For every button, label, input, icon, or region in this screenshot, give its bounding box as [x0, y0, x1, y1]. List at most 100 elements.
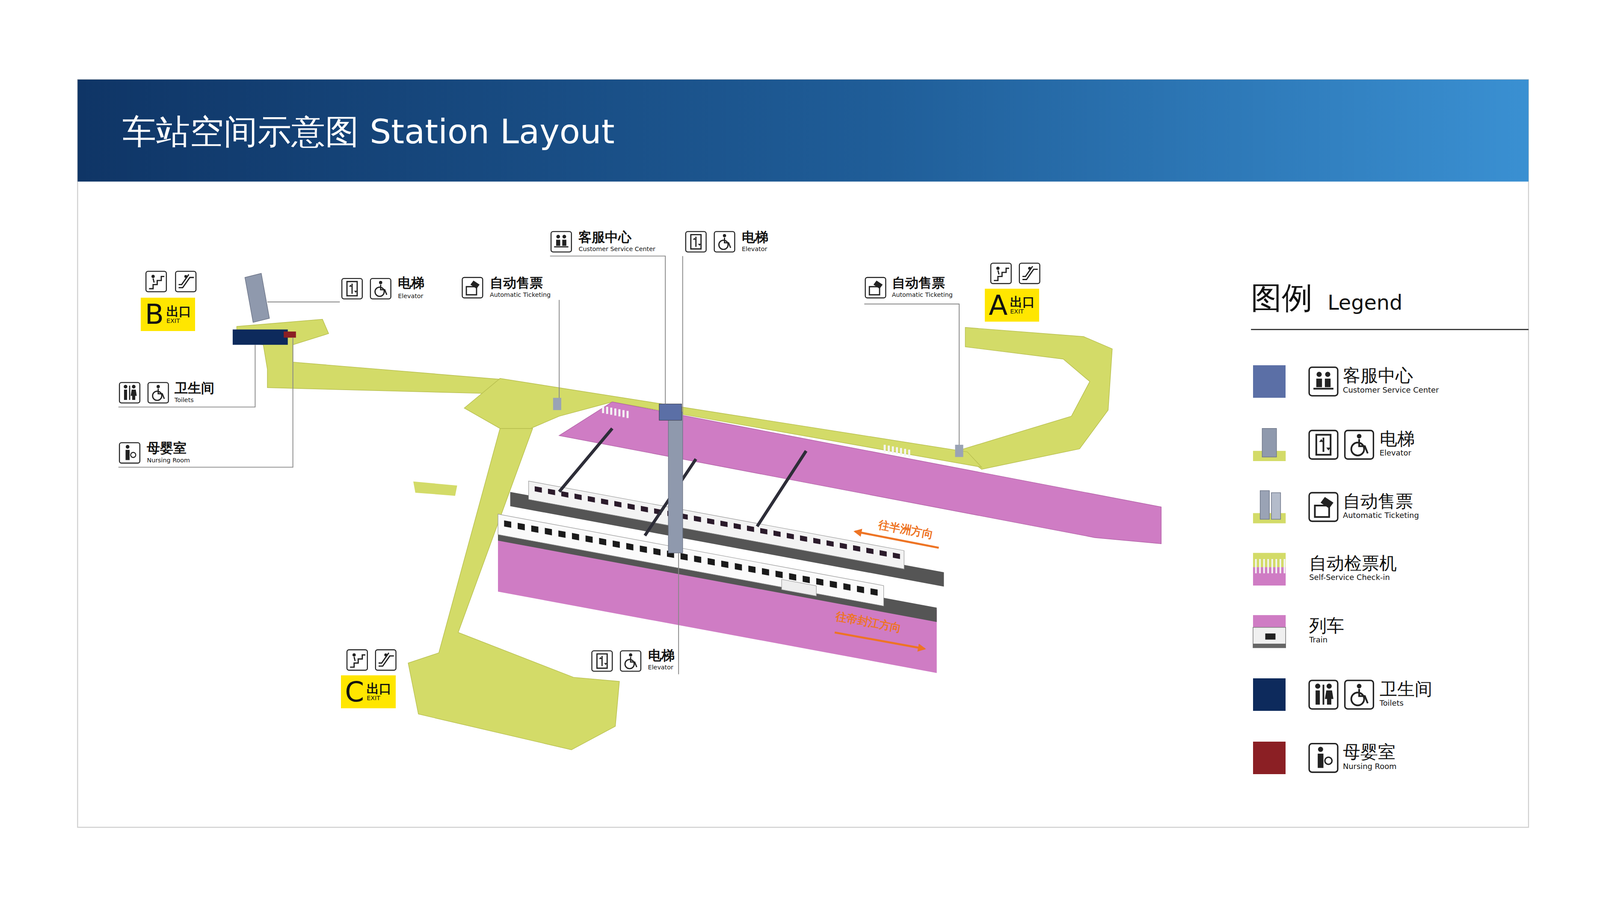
icon-glyph: [718, 240, 728, 250]
legend-sample-elevator: [1262, 428, 1277, 458]
legend-sample-train: [1265, 633, 1276, 640]
legend-text: 自动售票: [1342, 491, 1414, 512]
icon-frame: [865, 277, 886, 299]
exit-text: 出口EXIT: [1010, 295, 1035, 315]
train-window: [773, 530, 781, 537]
icon-frame: [714, 231, 735, 252]
legend-sample-ticketing: [1271, 492, 1281, 520]
icon-glyph: [554, 246, 569, 248]
train-window: [870, 588, 878, 596]
icon-glyph: [1315, 690, 1334, 705]
legend-label: Automatic Ticketing: [1342, 511, 1420, 520]
legend-sample-gate: [1275, 559, 1278, 574]
icon-glyph: [123, 385, 128, 389]
esc-icon: [375, 649, 397, 671]
legend-sample-gate: [1283, 559, 1286, 574]
callout-label: 客服中心: [578, 229, 632, 245]
train-window: [558, 530, 566, 538]
legend-sample-gate: [1255, 559, 1257, 574]
train-window: [626, 543, 634, 551]
callout-label: 电梯: [741, 229, 769, 245]
exit-word: 出口: [1010, 295, 1035, 309]
gate: [614, 408, 617, 416]
callout-label: Elevator: [397, 293, 424, 300]
legend-label: Elevator: [1379, 448, 1412, 458]
exit-word: EXIT: [166, 317, 192, 325]
icon-glyph: [1326, 683, 1332, 689]
icon-frame: [119, 382, 140, 403]
nurse-icon: [119, 442, 140, 464]
icon-glyph: [470, 280, 480, 289]
train-window: [545, 527, 553, 536]
gate: [903, 448, 907, 457]
legend-rule: [1250, 328, 1529, 331]
wheel-icon: [620, 651, 641, 672]
icon-glyph: [125, 450, 130, 461]
icon-glyph: [1357, 434, 1362, 439]
train-window: [561, 491, 569, 498]
icon-glyph: [178, 274, 190, 285]
exit-letter: B: [145, 299, 164, 329]
icon-glyph: [601, 656, 603, 667]
icon-frame: [370, 278, 392, 300]
wheel-icon: [714, 231, 735, 252]
icon-frame: [1309, 492, 1338, 522]
gate: [601, 405, 605, 414]
customer-service-center: [659, 403, 682, 421]
gate: [606, 406, 609, 415]
callout-label: 电梯: [648, 648, 675, 663]
icon-glyph: [1022, 266, 1033, 277]
train-window: [627, 503, 635, 510]
gate: [908, 449, 911, 457]
icon-glyph: [1317, 753, 1324, 768]
icon-glyph: [693, 237, 702, 246]
panel-frame: [77, 79, 1529, 828]
icon-glyph: [628, 653, 633, 657]
leader-line: [118, 344, 256, 407]
callout-label: Elevator: [741, 245, 768, 253]
train-window: [598, 538, 607, 546]
train-window: [640, 506, 649, 513]
gate: [618, 409, 621, 417]
leader-line: [558, 299, 560, 398]
callout-label: Toilets: [174, 397, 194, 404]
callout-label: Automatic Ticketing: [891, 291, 953, 299]
elevator-shaft: [668, 412, 683, 554]
train-window: [614, 500, 622, 508]
platform-level: [497, 475, 944, 675]
legend-swatch: [1253, 365, 1286, 398]
train-window: [720, 520, 728, 528]
passage-stub: [413, 481, 458, 496]
train-window: [813, 538, 821, 545]
icon-glyph: [130, 452, 136, 458]
icon-frame: [175, 271, 196, 292]
train-window: [802, 575, 810, 584]
train-window: [534, 486, 543, 493]
icon-frame: [375, 649, 397, 671]
ticket-icon: [865, 277, 886, 299]
legend-sample-gate: [1271, 559, 1274, 574]
legend-text: 自动检票机: [1309, 554, 1397, 574]
train-window: [775, 570, 783, 578]
icon-glyph: [384, 653, 388, 657]
train-window: [707, 518, 715, 525]
direction-arrow: [834, 632, 925, 649]
icon-glyph: [1315, 683, 1321, 689]
exit-word: 出口: [166, 305, 192, 318]
exit-word: EXIT: [366, 695, 392, 702]
train-window: [839, 542, 848, 550]
train-window: [585, 535, 593, 543]
icon-glyph: [1319, 439, 1331, 451]
train-window: [866, 548, 874, 555]
icon-glyph: [158, 388, 165, 400]
train-window: [640, 545, 648, 553]
icon-frame: [990, 263, 1012, 284]
leader-line: [864, 304, 960, 445]
gate: [626, 411, 629, 419]
icon-frame: [1309, 743, 1338, 773]
gate: [900, 448, 903, 456]
train-window: [693, 515, 702, 523]
ticket-icon: [462, 277, 483, 299]
legend-swatch: [1253, 678, 1286, 712]
callout-label: Automatic Ticketing: [489, 291, 551, 299]
